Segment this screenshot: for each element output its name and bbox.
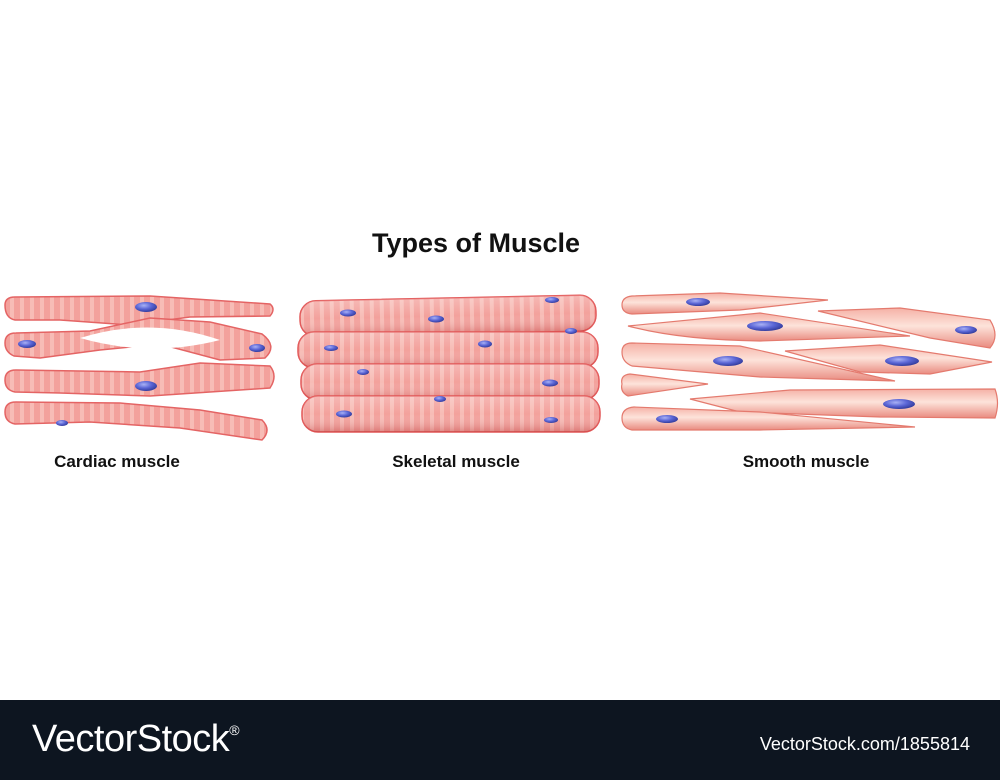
nucleus — [135, 302, 157, 312]
cardiac-fiber — [4, 401, 268, 441]
cardiac-muscle-label: Cardiac muscle — [54, 452, 180, 471]
nucleus — [56, 420, 68, 426]
skeletal-muscle-label: Skeletal muscle — [392, 452, 520, 471]
smooth-fiber — [621, 406, 916, 431]
nucleus — [686, 298, 710, 306]
nucleus — [565, 328, 577, 334]
nucleus — [478, 340, 492, 348]
nucleus — [747, 321, 783, 331]
nucleus — [713, 356, 743, 366]
nucleus — [135, 381, 157, 391]
nucleus — [357, 369, 369, 375]
nucleus — [544, 417, 558, 423]
footer-bar: VectorStock® VectorStock.com/1855814 — [0, 700, 1000, 780]
nucleus — [340, 309, 356, 317]
nucleus — [428, 315, 444, 323]
smooth-fiber — [621, 373, 709, 397]
muscle-illustrations — [4, 292, 999, 441]
brand-text: VectorStock — [32, 718, 230, 760]
diagram-title: Types of Muscle — [371, 228, 581, 258]
smooth-fiber — [817, 307, 996, 349]
cardiac-muscle-illustration — [4, 295, 275, 441]
nucleus — [955, 326, 977, 334]
nucleus — [545, 297, 559, 303]
skeletal-muscle-illustration — [297, 294, 601, 433]
smooth-fiber — [689, 388, 999, 419]
nucleus — [656, 415, 678, 423]
smooth-muscle-label: Smooth muscle — [742, 452, 870, 471]
smooth-muscle-illustration — [621, 292, 999, 431]
nucleus — [542, 379, 558, 387]
nucleus — [18, 340, 36, 348]
image-reference: VectorStock.com/1855814 — [759, 734, 970, 754]
nucleus — [249, 344, 265, 352]
smooth-fiber — [621, 292, 829, 315]
nucleus — [883, 399, 915, 409]
cardiac-fiber — [4, 362, 275, 397]
registered-mark: ® — [229, 722, 240, 738]
nucleus — [336, 410, 352, 418]
nucleus — [324, 345, 338, 351]
smooth-fiber — [621, 342, 896, 382]
nucleus — [885, 356, 919, 366]
nucleus — [434, 396, 446, 402]
vectorstock-logo: VectorStock® — [32, 718, 240, 761]
